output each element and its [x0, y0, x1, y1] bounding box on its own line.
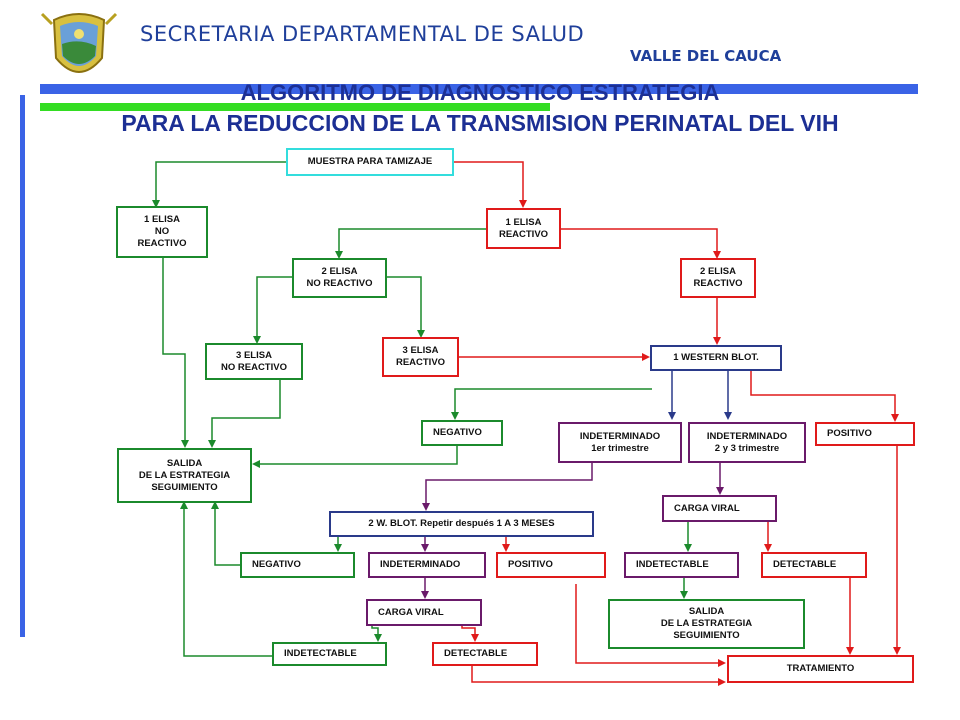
box-negativo-2: NEGATIVO [240, 552, 355, 578]
header-green-bar [40, 103, 550, 111]
box-tratamiento: TRATAMIENTO [727, 655, 914, 683]
box-indeterminado-2: INDETERMINADO [368, 552, 486, 578]
box-elisa1-reactivo: 1 ELISA REACTIVO [486, 208, 561, 249]
box-muestra-tamizaje: MUESTRA PARA TAMIZAJE [286, 148, 454, 176]
box-detectable-2: DETECTABLE [761, 552, 867, 578]
organization-name: SECRETARIA DEPARTAMENTAL DE SALUD [140, 22, 585, 46]
box-detectable-1: DETECTABLE [432, 642, 538, 666]
box-indetectable-1: INDETECTABLE [272, 642, 387, 666]
box-salida-estrategia-2: SALIDA DE LA ESTRATEGIA SEGUIMIENTO [608, 599, 805, 649]
box-elisa3-reactivo: 3 ELISA REACTIVO [382, 337, 459, 377]
coat-of-arms-logo [34, 8, 124, 88]
box-indeterminado-1er-trimestre: INDETERMINADO 1er trimestre [558, 422, 682, 463]
title-line-2: PARA LA REDUCCION DE LA TRANSMISION PERI… [121, 110, 839, 136]
left-side-bar [20, 95, 25, 637]
box-carga-viral-1: CARGA VIRAL [366, 599, 482, 626]
box-western-blot-2: 2 W. BLOT. Repetir después 1 A 3 MESES [329, 511, 594, 537]
header-blue-bar [40, 84, 918, 94]
box-positivo-1: POSITIVO [815, 422, 915, 446]
box-elisa2-no-reactivo: 2 ELISA NO REACTIVO [292, 258, 387, 298]
box-positivo-2: POSITIVO [496, 552, 606, 578]
box-indeterminado-2-3-trimestre: INDETERMINADO 2 y 3 trimestre [688, 422, 806, 463]
box-western-blot-1: 1 WESTERN BLOT. [650, 345, 782, 371]
box-carga-viral-2: CARGA VIRAL [662, 495, 777, 522]
box-indetectable-2: INDETECTABLE [624, 552, 739, 578]
box-elisa2-reactivo: 2 ELISA REACTIVO [680, 258, 756, 298]
box-elisa3-no-reactivo: 3 ELISA NO REACTIVO [205, 343, 303, 380]
box-salida-estrategia-1: SALIDA DE LA ESTRATEGIA SEGUIMIENTO [117, 448, 252, 503]
box-negativo-1: NEGATIVO [421, 420, 503, 446]
title-line-1: ALGORITMO DE DIAGNOSTICO ESTRATEGIA [240, 80, 720, 105]
box-elisa1-no-reactivo: 1 ELISA NO REACTIVO [116, 206, 208, 258]
department-name: VALLE DEL CAUCA [630, 47, 782, 65]
